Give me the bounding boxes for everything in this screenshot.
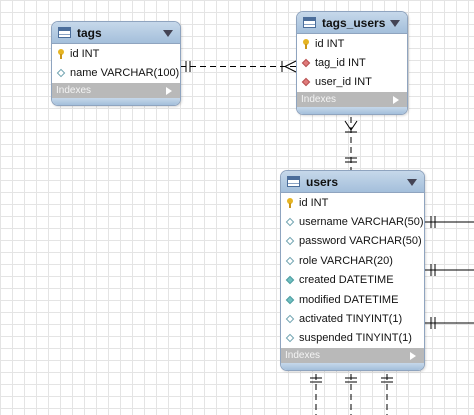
column-row[interactable]: activated TINYINT(1) xyxy=(281,309,424,328)
table-icon xyxy=(287,176,300,187)
column-row[interactable]: password VARCHAR(50) xyxy=(281,232,424,251)
column-row[interactable]: username VARCHAR(50) xyxy=(281,212,424,231)
expand-arrow-icon[interactable] xyxy=(410,352,416,361)
column-icon xyxy=(285,314,295,324)
column-row[interactable]: tag_id INT xyxy=(297,53,407,72)
table-title: users xyxy=(306,174,339,189)
column-label: username VARCHAR(50) xyxy=(299,216,424,229)
column-row[interactable]: modified DATETIME xyxy=(281,290,424,309)
collapse-arrow-icon[interactable] xyxy=(390,20,400,27)
not-null-column-icon xyxy=(285,275,295,285)
table-title: tags xyxy=(77,25,102,40)
relationship-tags-tags-users[interactable] xyxy=(180,60,297,73)
column-row[interactable]: id INT xyxy=(281,193,424,212)
column-label: tag_id INT xyxy=(315,57,366,70)
column-label: created DATETIME xyxy=(299,274,394,287)
column-label: password VARCHAR(50) xyxy=(299,235,422,248)
primary-key-icon xyxy=(56,49,66,60)
table-tags-users[interactable]: tags_users id INT tag_id INT user_id INT… xyxy=(296,11,408,116)
table-icon xyxy=(58,27,71,38)
expand-arrow-icon[interactable] xyxy=(393,96,399,105)
indexes-section[interactable]: Indexes xyxy=(52,82,180,98)
relationship-users-right[interactable] xyxy=(424,216,474,329)
relationship-users-bottom[interactable] xyxy=(310,374,393,415)
table-tags-header[interactable]: tags xyxy=(52,22,180,44)
indexes-label: Indexes xyxy=(56,84,92,96)
column-row[interactable]: id INT xyxy=(297,34,407,53)
primary-key-icon xyxy=(285,198,295,209)
column-label: modified DATETIME xyxy=(299,293,399,306)
primary-key-icon xyxy=(301,39,311,50)
column-row[interactable]: user_id INT xyxy=(297,73,407,92)
column-row[interactable]: id INT xyxy=(52,44,180,63)
expand-arrow-icon[interactable] xyxy=(166,86,172,95)
collapse-arrow-icon[interactable] xyxy=(407,179,417,186)
foreign-key-icon xyxy=(301,58,311,68)
table-footer xyxy=(297,107,407,115)
column-icon xyxy=(285,236,295,246)
indexes-label: Indexes xyxy=(301,94,337,106)
not-null-column-icon xyxy=(285,295,295,305)
column-label: id INT xyxy=(315,37,345,50)
table-title: tags_users xyxy=(322,15,386,30)
table-tags[interactable]: tags id INT name VARCHAR(100) Indexes xyxy=(51,21,181,106)
column-row[interactable]: role VARCHAR(20) xyxy=(281,251,424,270)
collapse-arrow-icon[interactable] xyxy=(163,30,173,37)
indexes-section[interactable]: Indexes xyxy=(297,92,407,108)
column-label: id INT xyxy=(299,196,329,209)
column-label: name VARCHAR(100) xyxy=(70,67,180,80)
column-icon xyxy=(285,256,295,266)
table-users[interactable]: users id INT username VARCHAR(50) passwo… xyxy=(280,170,425,372)
foreign-key-icon xyxy=(301,77,311,87)
column-row[interactable]: name VARCHAR(100) xyxy=(52,63,180,82)
column-icon xyxy=(56,68,66,78)
column-row[interactable]: created DATETIME xyxy=(281,271,424,290)
column-icon xyxy=(285,217,295,227)
column-label: id INT xyxy=(70,47,100,60)
table-users-header[interactable]: users xyxy=(281,171,424,193)
table-icon xyxy=(303,17,316,28)
column-label: activated TINYINT(1) xyxy=(299,313,403,326)
column-label: user_id INT xyxy=(315,76,372,89)
table-tags-users-header[interactable]: tags_users xyxy=(297,12,407,34)
column-label: suspended TINYINT(1) xyxy=(299,332,412,345)
table-footer xyxy=(52,97,180,105)
indexes-label: Indexes xyxy=(285,350,321,362)
indexes-section[interactable]: Indexes xyxy=(281,348,424,364)
relationship-users-tags-users[interactable] xyxy=(344,117,358,170)
column-row[interactable]: suspended TINYINT(1) xyxy=(281,329,424,348)
column-label: role VARCHAR(20) xyxy=(299,254,393,267)
column-icon xyxy=(285,333,295,343)
table-footer xyxy=(281,363,424,371)
